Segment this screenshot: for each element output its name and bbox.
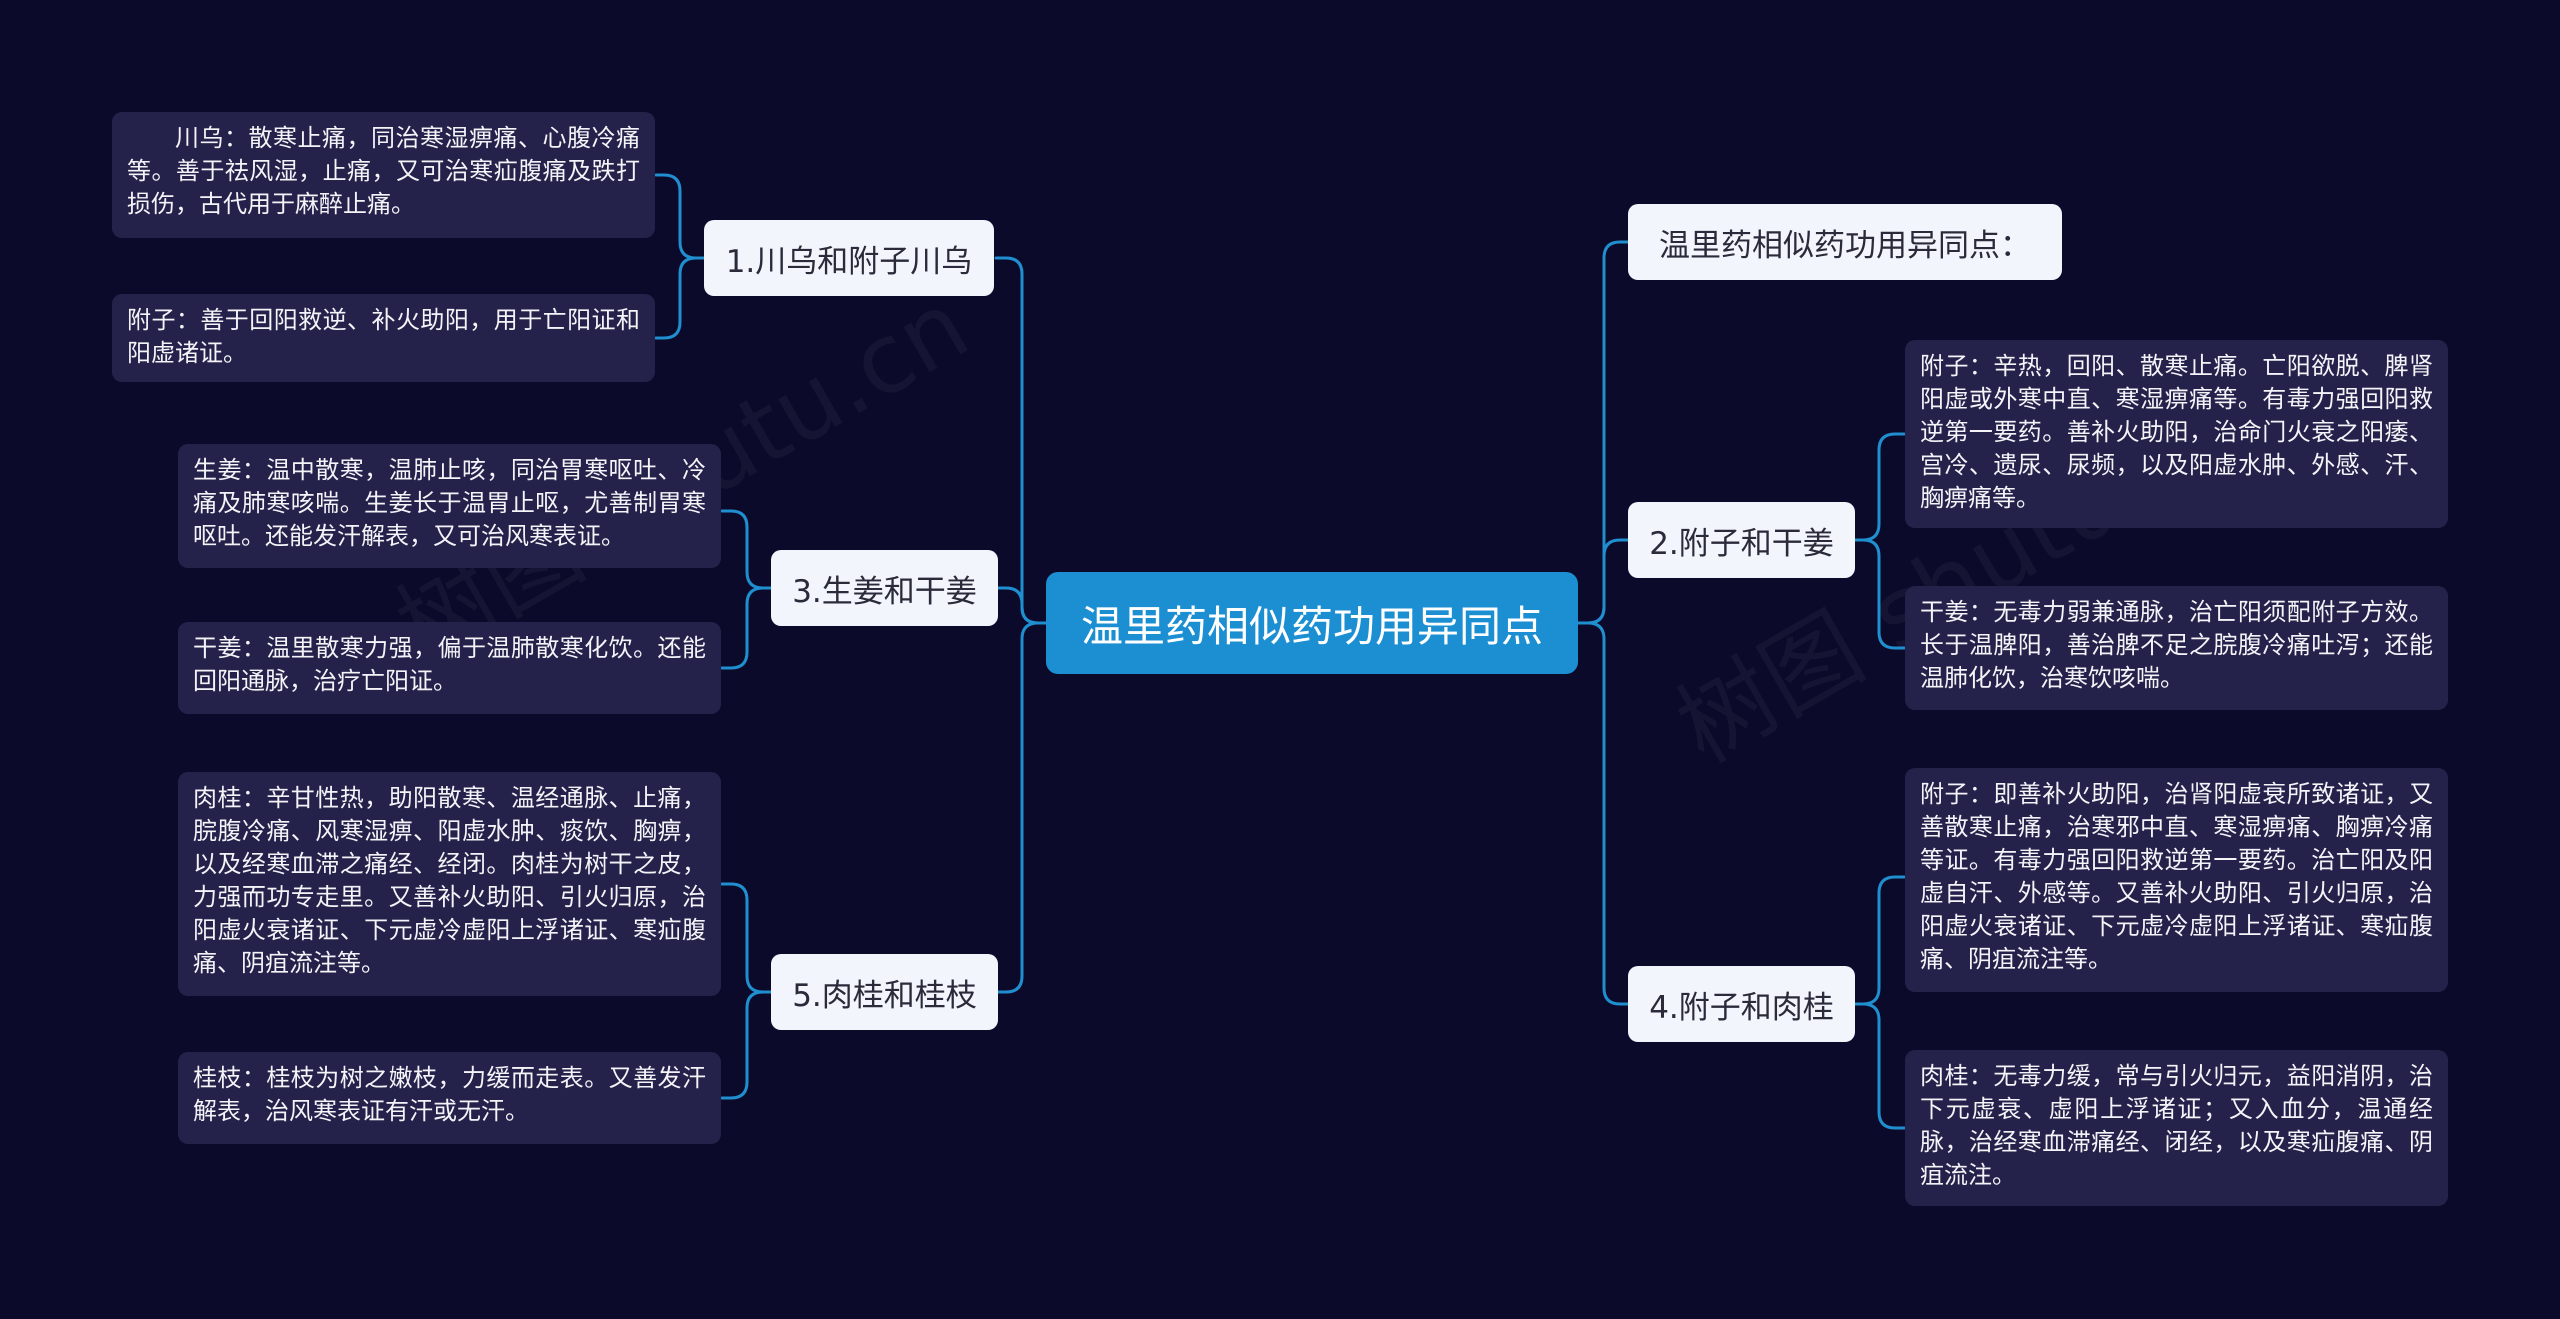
leaf-fuzi-2[interactable]: 附子：辛热，回阳、散寒止痛。亡阳欲脱、脾肾阳虚或外寒中直、寒湿痹痛等。有毒力强回…: [1905, 340, 2448, 528]
leaf-rougui[interactable]: 肉桂：辛甘性热，助阳散寒、温经通脉、止痛，脘腹冷痛、风寒湿痹、阳虚水肿、痰饮、胸…: [178, 772, 721, 996]
connector-b2-leaf1: [1853, 432, 1906, 542]
leaf-rougui-4[interactable]: 肉桂：无毒力缓，常与引火归元，益阳消阴，治下元虚衰、虚阳上浮诸证；又入血分，温通…: [1905, 1050, 2448, 1206]
connector-root-b2: [1576, 538, 1630, 625]
connector-b2-leaf2: [1853, 538, 1906, 650]
leaf-guizhi[interactable]: 桂枝：桂枝为树之嫩枝，力缓而走表。又善发汗解表，治风寒表证有汗或无汗。: [178, 1052, 721, 1144]
branch-3-shengjiang-ganjiang[interactable]: 3.生姜和干姜: [771, 550, 998, 626]
leaf-ganjiang-2[interactable]: 干姜：无毒力弱兼通脉，治亡阳须配附子方效。长于温脾阳，善治脾不足之脘腹冷痛吐泻；…: [1905, 586, 2448, 710]
branch-1-chuanwu-fuzi[interactable]: 1.川乌和附子川乌: [704, 220, 994, 296]
branch-0-summary[interactable]: 温里药相似药功用异同点：: [1628, 204, 2062, 280]
connector-b4-leaf1: [1853, 875, 1906, 1006]
connector-b4-leaf2: [1853, 1002, 1906, 1130]
connector-b5-leaf1: [720, 882, 773, 994]
connector-root-b0: [1576, 240, 1630, 625]
connector-root-b5: [994, 621, 1048, 994]
connector-b5-leaf2: [720, 990, 773, 1100]
branch-2-fuzi-ganjiang[interactable]: 2.附子和干姜: [1628, 502, 1855, 578]
connector-b1-leaf1: [654, 173, 706, 260]
leaf-shengjiang[interactable]: 生姜：温中散寒，温肺止咳，同治胃寒呕吐、冷痛及肺寒咳喘。生姜长于温胃止呕，尤善制…: [178, 444, 721, 568]
leaf-chuanwu[interactable]: 川乌：散寒止痛，同治寒湿痹痛、心腹冷痛等。善于祛风湿，止痛，又可治寒疝腹痛及跌打…: [112, 112, 655, 238]
connector-root-b1: [994, 256, 1048, 625]
branch-4-fuzi-rougui[interactable]: 4.附子和肉桂: [1628, 966, 1855, 1042]
connector-root-b4: [1576, 621, 1630, 1006]
connector-b3-leaf1: [720, 509, 773, 590]
leaf-ganjiang[interactable]: 干姜：温里散寒力强，偏于温肺散寒化饮。还能回阳通脉，治疗亡阳证。: [178, 622, 721, 714]
leaf-fuzi-4[interactable]: 附子：即善补火助阳，治肾阳虚衰所致诸证，又善散寒止痛，治寒邪中直、寒湿痹痛、胸痹…: [1905, 768, 2448, 992]
leaf-fuzi[interactable]: 附子：善于回阳救逆、补火助阳，用于亡阳证和阳虚诸证。: [112, 294, 655, 382]
root-topic[interactable]: 温里药相似药功用异同点: [1046, 572, 1578, 674]
branch-5-rougui-guizhi[interactable]: 5.肉桂和桂枝: [771, 954, 998, 1030]
connector-b3-leaf2: [720, 586, 773, 670]
connector-b1-leaf2: [654, 256, 706, 340]
connector-root-b3: [994, 586, 1048, 625]
